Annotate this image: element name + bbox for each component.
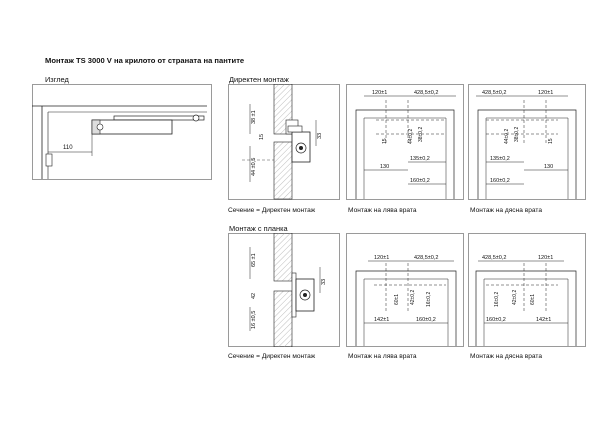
plate-right-panel: 428,5±0,2 120±1 16±0,2 42±0,2 60±1 160±0… bbox=[468, 233, 586, 347]
pr-dim-60: 60±1 bbox=[530, 294, 536, 305]
dl-dim-44: 44±0,2 bbox=[408, 129, 414, 144]
dl-dim-160: 160±0,2 bbox=[410, 178, 430, 184]
caption-plate-left: Монтаж на лява врата bbox=[348, 353, 417, 360]
dl-dim-15: 15 bbox=[382, 138, 388, 144]
pr-dim-160: 160±0,2 bbox=[486, 317, 506, 323]
dr-dim-15: 15 bbox=[548, 138, 554, 144]
direct-left-drawing: 120±1 428,5±0,2 15 44±0,2 38±0,2 130 135… bbox=[346, 84, 464, 200]
dl-dim-130: 130 bbox=[380, 164, 389, 170]
p-dim-33: 33 bbox=[321, 279, 327, 285]
dl-dim-428: 428,5±0,2 bbox=[414, 90, 438, 96]
pr-dim-120: 120±1 bbox=[538, 255, 553, 261]
plate-section-panel: 65 ±1 33 42 16 ±0,5 bbox=[228, 232, 340, 348]
dim-44: 44 ±0,5 bbox=[251, 158, 257, 176]
section-view-label: Изглед bbox=[45, 75, 69, 84]
dr-dim-160: 160±0,2 bbox=[490, 178, 510, 184]
dr-dim-135: 135±0,2 bbox=[490, 156, 510, 162]
dim-38: 38 ±1 bbox=[251, 110, 257, 124]
plate-left-drawing: 120±1 428,5±0,2 60±1 42±0,2 16±0,2 142±1… bbox=[346, 233, 464, 347]
dl-dim-120: 120±1 bbox=[372, 90, 387, 96]
pr-dim-16: 16±0,2 bbox=[494, 292, 500, 307]
pl-dim-42: 42±0,2 bbox=[410, 290, 416, 305]
direct-section-drawing: 38 ±1 15 33 44 ±0,5 bbox=[228, 83, 340, 200]
view-dim-110: 110 bbox=[63, 145, 73, 151]
caption-direct-right: Монтаж на дясна врата bbox=[470, 207, 543, 214]
pl-dim-160: 160±0,2 bbox=[416, 317, 436, 323]
dl-dim-38: 38±0,2 bbox=[418, 127, 424, 142]
dr-dim-120: 120±1 bbox=[538, 90, 553, 96]
dr-dim-38: 38±0,2 bbox=[514, 127, 520, 142]
pr-dim-42: 42±0,2 bbox=[512, 290, 518, 305]
direct-section-panel: 38 ±1 15 33 44 ±0,5 bbox=[228, 83, 340, 200]
pl-dim-428: 428,5±0,2 bbox=[414, 255, 438, 261]
direct-left-panel: 120±1 428,5±0,2 15 44±0,2 38±0,2 130 135… bbox=[346, 84, 464, 200]
plate-section-drawing: 65 ±1 33 42 16 ±0,5 bbox=[228, 232, 340, 348]
caption-direct-section: Сечение = Директен монтаж bbox=[228, 207, 316, 214]
pl-dim-16: 16±0,2 bbox=[426, 292, 432, 307]
p-dim-65: 65 ±1 bbox=[251, 253, 257, 267]
pr-dim-142: 142±1 bbox=[536, 317, 551, 323]
section-direct-label: Директен монтаж bbox=[229, 75, 289, 84]
direct-right-drawing: 428,5±0,2 120±1 44±0,2 38±0,2 15 135±0,2… bbox=[468, 84, 586, 200]
pl-dim-120: 120±1 bbox=[374, 255, 389, 261]
dl-dim-135: 135±0,2 bbox=[410, 156, 430, 162]
dr-dim-428: 428,5±0,2 bbox=[482, 90, 506, 96]
section-plate-label: Монтаж с планка bbox=[229, 224, 288, 233]
dim-33: 33 bbox=[317, 133, 323, 139]
dim-15: 15 bbox=[259, 134, 265, 140]
plate-right-drawing: 428,5±0,2 120±1 16±0,2 42±0,2 60±1 160±0… bbox=[468, 233, 586, 347]
direct-right-panel: 428,5±0,2 120±1 44±0,2 38±0,2 15 135±0,2… bbox=[468, 84, 586, 200]
page-title: Монтаж TS 3000 V на крилото от страната … bbox=[45, 56, 245, 65]
p-dim-16: 16 ±0,5 bbox=[251, 311, 257, 329]
caption-direct-left: Монтаж на лява врата bbox=[348, 207, 417, 214]
pl-dim-60: 60±1 bbox=[394, 294, 400, 305]
dr-dim-44: 44±0,2 bbox=[504, 129, 510, 144]
caption-plate-right: Монтаж на дясна врата bbox=[470, 353, 543, 360]
pl-dim-142: 142±1 bbox=[374, 317, 389, 323]
caption-plate-section: Сечение = Директен монтаж bbox=[228, 353, 316, 360]
dr-dim-130: 130 bbox=[544, 164, 553, 170]
pr-dim-428: 428,5±0,2 bbox=[482, 255, 506, 261]
p-dim-42: 42 bbox=[251, 293, 257, 299]
plate-left-panel: 120±1 428,5±0,2 60±1 42±0,2 16±0,2 142±1… bbox=[346, 233, 464, 347]
view-panel: 110 bbox=[32, 84, 212, 180]
view-drawing: 110 bbox=[32, 84, 212, 180]
